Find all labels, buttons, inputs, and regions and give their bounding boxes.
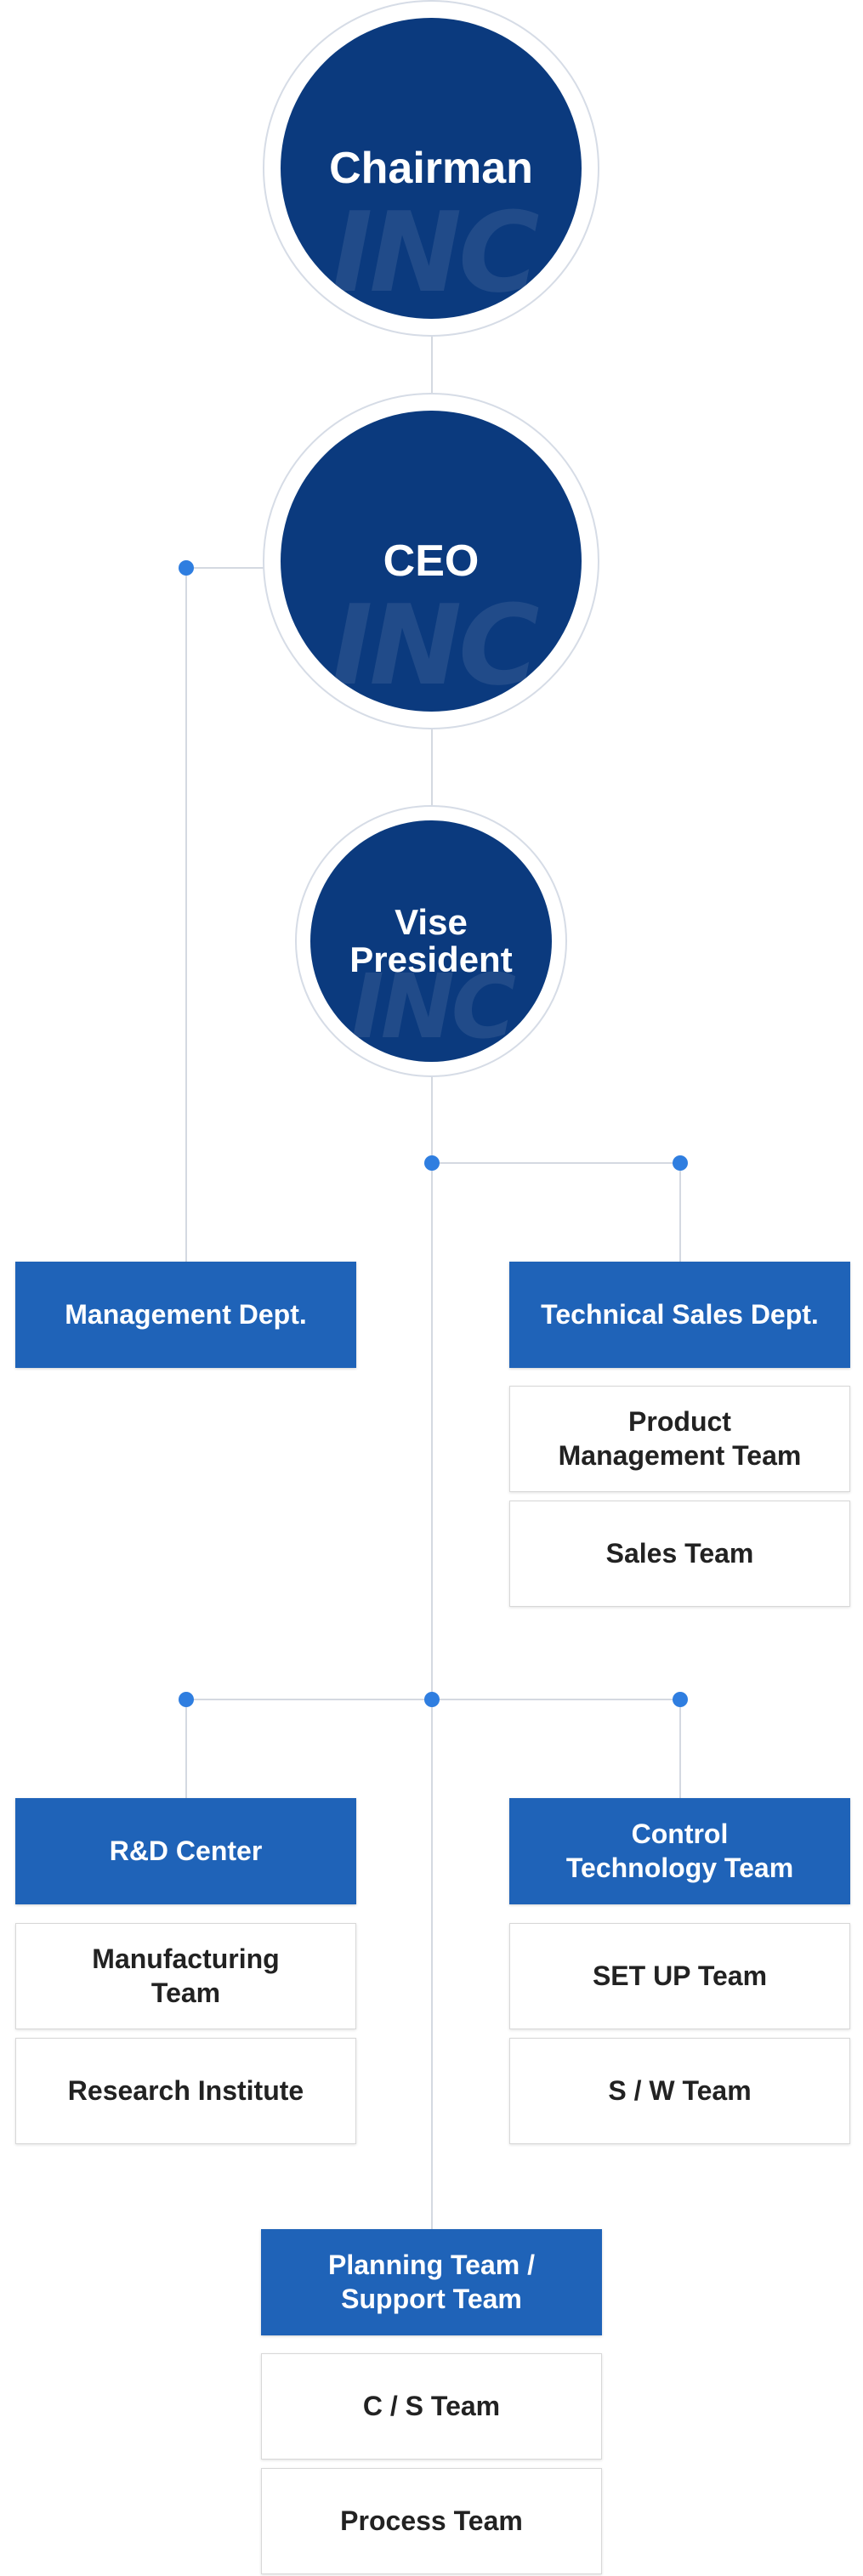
sales-drop-line [679,1162,681,1262]
manufacturing-team: Manufacturing Team [15,1923,356,2029]
control-drop-line [679,1699,681,1798]
sales-team: Sales Team [509,1501,850,1607]
cs-team: C / S Team [261,2353,602,2460]
chairman-node: INC Chairman [281,18,582,319]
product-management-team: Product Management Team [509,1386,850,1492]
mgmt-drop-line [185,567,187,1262]
logo-watermark: INC [332,188,540,317]
vp-node: INC Vise President [310,820,552,1062]
rnd-center: R&D Center [15,1798,356,1904]
connector-dot [673,1692,688,1707]
technical-sales-dept: Technical Sales Dept. [509,1262,850,1368]
process-team: Process Team [261,2468,602,2574]
sales-branch-line [431,1162,680,1164]
trunk-line [431,332,433,2236]
logo-watermark: INC [332,581,540,710]
ceo-node: INC CEO [281,411,582,712]
rnd-drop-line [185,1699,187,1798]
connector-dot [424,1692,440,1707]
connector-dot [179,560,194,576]
management-dept: Management Dept. [15,1262,356,1368]
chairman-title: Chairman [329,143,533,193]
control-technology-team: Control Technology Team [509,1798,850,1904]
research-institute: Research Institute [15,2038,356,2144]
sw-team: S / W Team [509,2038,850,2144]
connector-dot [179,1692,194,1707]
setup-team: SET UP Team [509,1923,850,2029]
ceo-title: CEO [383,536,480,586]
connector-dot [424,1155,440,1171]
logo-watermark: INC [351,955,516,1058]
connector-dot [673,1155,688,1171]
planning-support-team: Planning Team / Support Team [261,2229,602,2335]
mgmt-branch-line [186,567,264,569]
vp-title: Vise President [349,901,513,979]
